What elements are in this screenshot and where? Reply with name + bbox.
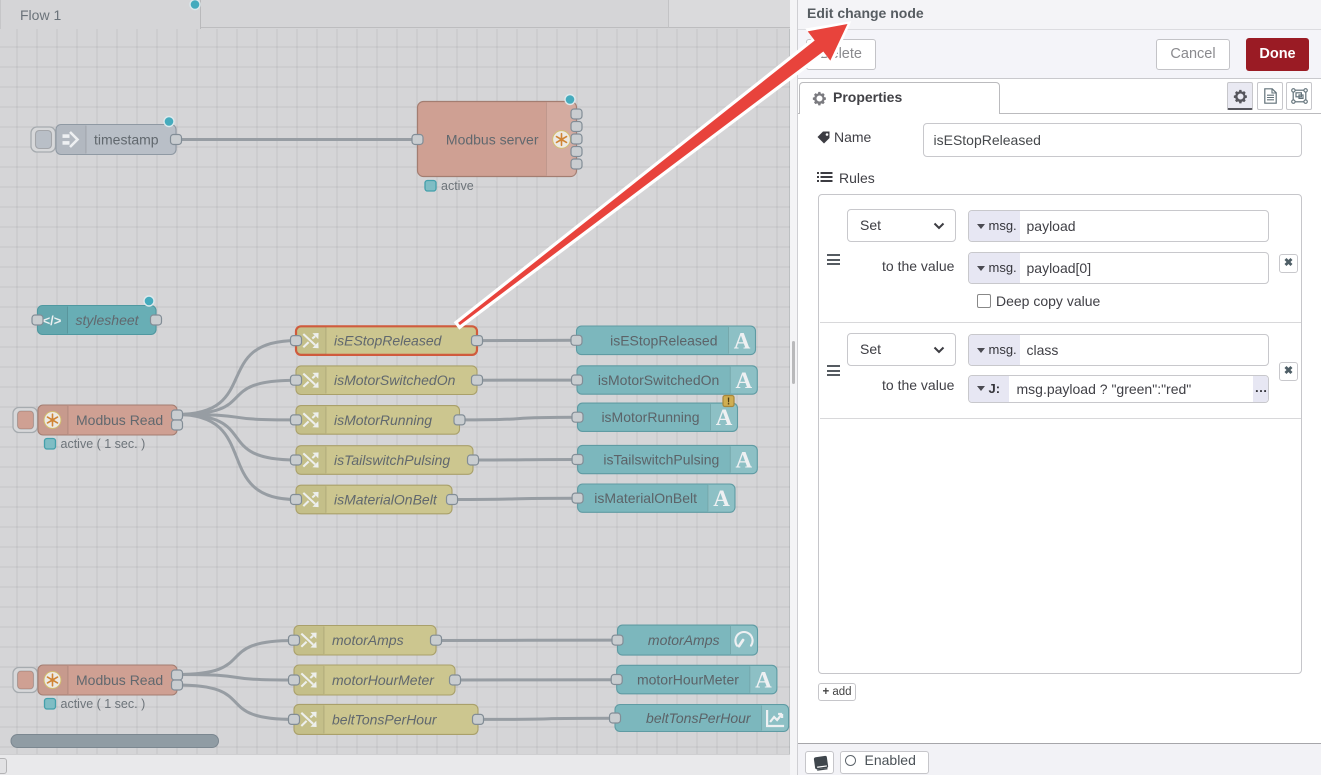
svg-text:motorHourMeter: motorHourMeter [332, 672, 435, 688]
svg-text:isMotorRunning: isMotorRunning [601, 409, 699, 425]
svg-text:</>: </> [43, 313, 62, 328]
svg-text:beltTonsPerHour: beltTonsPerHour [646, 710, 752, 726]
svg-text:stylesheet: stylesheet [76, 312, 140, 328]
svg-text:Modbus server: Modbus server [446, 132, 539, 148]
svg-text:isTailswitchPulsing: isTailswitchPulsing [603, 452, 719, 468]
svg-text:isEStopReleased: isEStopReleased [334, 333, 443, 349]
svg-text:Modbus Read: Modbus Read [76, 412, 163, 428]
svg-text:isMotorRunning: isMotorRunning [334, 412, 432, 428]
svg-text:isMotorSwitchedOn: isMotorSwitchedOn [598, 372, 719, 388]
svg-text:active ( 1 sec. ): active ( 1 sec. ) [61, 437, 146, 451]
svg-text:A: A [735, 368, 752, 393]
svg-text:isMotorSwitchedOn: isMotorSwitchedOn [334, 372, 456, 388]
svg-text:Modbus Read: Modbus Read [76, 672, 163, 688]
svg-text:motorAmps: motorAmps [332, 632, 404, 648]
svg-text:beltTonsPerHour: beltTonsPerHour [332, 711, 438, 727]
svg-text:A: A [734, 328, 751, 353]
svg-text:isTailswitchPulsing: isTailswitchPulsing [334, 452, 450, 468]
svg-text:isMaterialOnBelt: isMaterialOnBelt [594, 490, 697, 506]
svg-text:motorAmps: motorAmps [648, 632, 720, 648]
svg-text:active ( 1 sec. ): active ( 1 sec. ) [61, 697, 146, 711]
svg-text:!: ! [727, 397, 730, 408]
svg-text:A: A [716, 405, 733, 430]
svg-text:A: A [755, 668, 772, 693]
svg-text:motorHourMeter: motorHourMeter [637, 672, 739, 688]
svg-text:timestamp: timestamp [94, 132, 159, 148]
svg-text:isEStopReleased: isEStopReleased [610, 332, 717, 348]
svg-text:isMaterialOnBelt: isMaterialOnBelt [334, 492, 438, 508]
svg-text:A: A [713, 486, 730, 511]
svg-text:A: A [735, 448, 752, 473]
svg-text:active: active [441, 179, 474, 193]
